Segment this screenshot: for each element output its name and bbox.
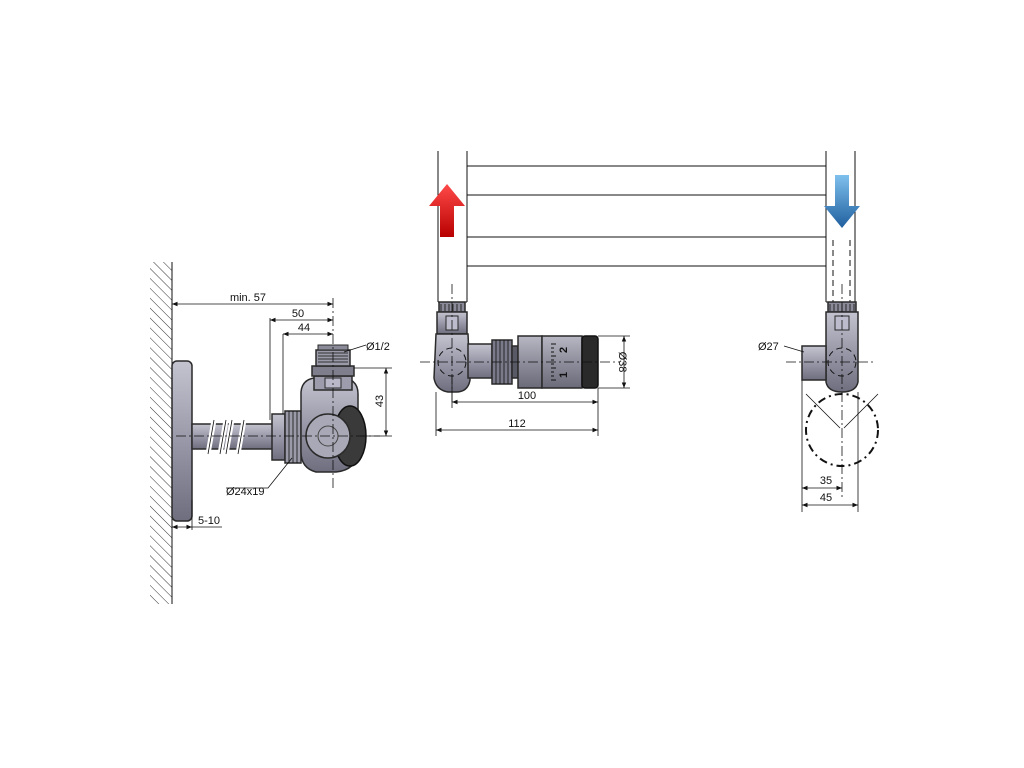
valve-body-front — [433, 301, 519, 393]
scale-mark-1: 1 — [558, 372, 570, 378]
dim-50: 50 — [292, 308, 304, 320]
return-flow-arrow — [824, 175, 860, 228]
pipe — [191, 419, 275, 455]
dim-112: 112 — [508, 418, 526, 430]
end-view: Ø27 35 45 — [758, 284, 879, 512]
dim-35: 35 — [820, 475, 832, 487]
dim-min-57: min. 57 — [230, 292, 266, 304]
dim-38: Ø38 — [616, 352, 628, 373]
rosette — [171, 360, 193, 522]
dim-100: 100 — [518, 390, 536, 402]
compression-nut — [271, 413, 286, 461]
scale-mark-2: 2 — [558, 347, 570, 353]
dim-43: 43 — [374, 395, 386, 407]
side-port — [801, 345, 827, 381]
dim-44: 44 — [298, 322, 310, 334]
dim-45: 45 — [820, 492, 832, 504]
supply-flow-arrow — [429, 184, 465, 237]
side-view: min. 57 50 44 Ø1/2 43 Ø24x19 5-10 — [150, 262, 392, 604]
radiator — [437, 151, 856, 303]
valve-body-side — [300, 344, 367, 473]
dim-thread: Ø1/2 — [366, 341, 390, 353]
front-view: 2 1 Ø38 100 112 — [420, 151, 860, 436]
dim-wall-gap: 5-10 — [198, 515, 220, 527]
dim-pipe: Ø24x19 — [226, 486, 265, 498]
wall-hatching — [150, 262, 172, 604]
dim-27: Ø27 — [758, 341, 779, 353]
